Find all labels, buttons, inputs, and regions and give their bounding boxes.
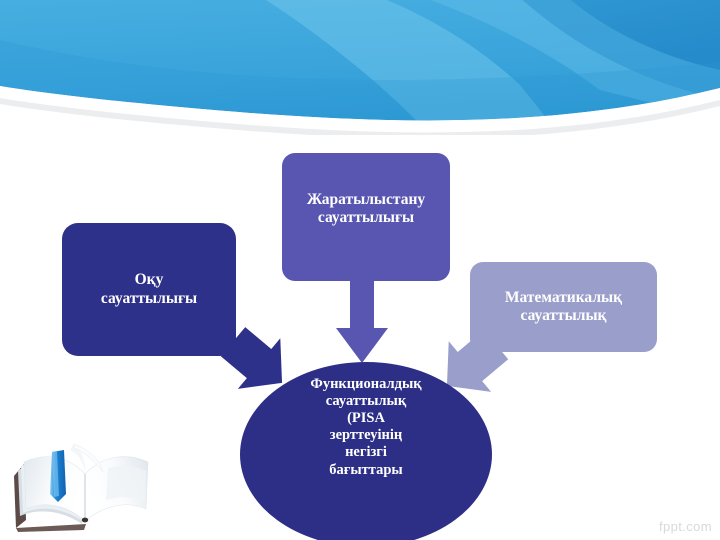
node-science-literacy[interactable]: Жаратылыстану сауаттылығы xyxy=(282,153,450,281)
node-center-line-1: Функционалдық xyxy=(310,376,422,392)
node-center-label-block: Функционалдық сауаттылық (PISA зерттеуін… xyxy=(246,376,486,479)
node-reading-line-2: сауаттылығы xyxy=(100,289,198,307)
book-cover-bottom xyxy=(16,524,86,532)
arrow-down-shape xyxy=(336,278,388,363)
open-book-icon xyxy=(8,424,160,534)
banner-pale-swoosh xyxy=(250,0,560,121)
node-reading-literacy[interactable]: Оқу сауаттылығы xyxy=(62,223,236,356)
header-banner xyxy=(0,0,720,135)
node-math-label-block: Математикалық сауаттылық xyxy=(505,289,622,326)
node-reading-label-block: Оқу сауаттылығы xyxy=(101,271,197,308)
arrow-left-shape xyxy=(220,327,283,389)
banner-light-swoosh xyxy=(300,0,720,120)
node-functional-literacy[interactable]: Функционалдық сауаттылық (PISA зерттеуін… xyxy=(240,362,492,540)
node-center-line-4: зерттеуінің xyxy=(329,427,403,444)
node-math-literacy[interactable]: Математикалық сауаттылық xyxy=(470,262,657,352)
arrow-science-to-center xyxy=(333,278,391,366)
node-science-line-1: Жаратылыстану xyxy=(306,191,426,208)
banner-white-edge xyxy=(0,86,720,133)
book-standing-page xyxy=(70,444,86,474)
node-math-line-2: сауаттылық xyxy=(520,307,607,324)
node-science-label-block: Жаратылыстану сауаттылығы xyxy=(307,191,425,228)
fppt-watermark: fppt.com xyxy=(658,519,712,534)
book-page-right-shade xyxy=(106,465,146,502)
node-center-line-3: (PISA xyxy=(347,410,385,427)
node-center-line-5: негізгі xyxy=(345,444,387,461)
banner-deep-block xyxy=(560,0,720,70)
book-bookmark-highlight xyxy=(52,451,59,497)
banner-dark-wedge xyxy=(480,0,720,100)
node-center-line-6: бағыттары xyxy=(329,461,403,478)
book-standing-page-2 xyxy=(73,443,104,473)
node-reading-line-1: Оқу xyxy=(134,271,164,289)
book-spine-knot xyxy=(81,517,89,523)
node-science-line-2: сауаттылығы xyxy=(317,209,415,227)
arrow-reading-to-center xyxy=(208,322,304,400)
node-center-line-2: сауаттылық xyxy=(325,393,407,410)
banner-edge-shadow xyxy=(0,98,720,135)
node-math-line-1: Математикалық xyxy=(504,288,623,306)
